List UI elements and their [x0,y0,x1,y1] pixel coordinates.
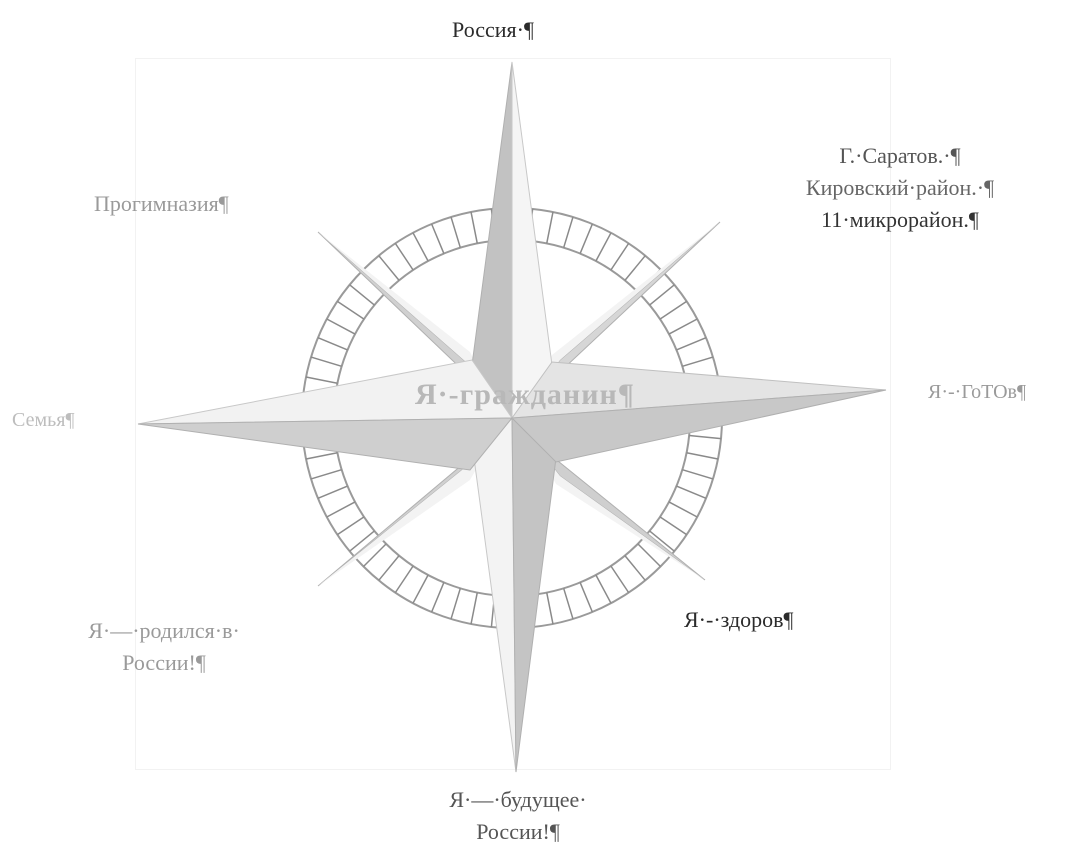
label-east: Я·-·ГоТОв¶ [928,376,1026,408]
ring-tick [327,319,355,334]
ring-tick [471,593,477,624]
ring-tick [318,338,348,350]
label-northwest: Прогимназия¶ [94,188,229,220]
ring-tick [337,301,364,319]
ring-tick [689,435,721,438]
ring-tick [596,575,611,603]
ring-tick [564,217,573,248]
center-label: Я·-гражданин¶ [360,378,690,412]
ring-tick [379,556,399,581]
ring-tick [432,224,444,254]
ring-tick [660,517,687,535]
ring-tick [660,301,687,319]
ring-tick [676,338,706,350]
ring-tick [669,502,697,517]
label-southwest-line1: Я·—·родился·в· [44,615,284,647]
label-southwest: Я·—·родился·в· России!¶ [44,615,284,679]
ring-tick [547,593,553,624]
ring-tick [650,285,675,305]
label-northeast: Г.·Саратов.·¶ Кировский·район.·¶ 11·микр… [760,140,1040,236]
ring-tick [306,377,337,383]
label-southeast: Я·-·здоров¶ [684,604,794,636]
ring-tick [395,566,413,593]
ring-tick [611,566,629,593]
ring-tick [327,502,355,517]
ring-tick [413,575,428,603]
label-south-line1: Я·—·будущее· [398,784,638,816]
ring-tick [413,233,428,261]
ring-tick [547,212,553,243]
ring-tick [451,588,460,619]
ring-tick [676,486,706,498]
ring-tick [625,556,645,581]
label-northeast-line2: Кировский·район.·¶ [760,172,1040,204]
ring-tick [395,243,413,270]
ring-tick [337,517,364,535]
label-south-line2: России!¶ [398,816,638,848]
ring-tick [669,319,697,334]
ring-tick [682,470,713,479]
ring-tick [682,357,713,366]
ring-tick [318,486,348,498]
ring-tick [311,357,342,366]
label-west: Семья¶ [12,404,75,436]
ring-tick [580,582,592,612]
label-south: Я·—·будущее· России!¶ [398,784,638,848]
label-southwest-line2: России!¶ [44,647,284,679]
ring-tick [687,453,718,459]
ring-tick [625,256,645,281]
ring-tick [311,470,342,479]
ring-tick [611,243,629,270]
label-north: Россия·¶ [452,14,534,46]
ring-tick [350,285,375,305]
label-northeast-line1: Г.·Саратов.·¶ [760,140,1040,172]
ring-tick [306,453,337,459]
ring-tick [432,582,444,612]
ring-tick [451,217,460,248]
ring-tick [596,233,611,261]
ring-tick [379,256,399,281]
label-northeast-line3: 11·микрорайон.¶ [760,204,1040,236]
ring-tick [471,212,477,243]
ring-tick [580,224,592,254]
ring-tick [564,588,573,619]
